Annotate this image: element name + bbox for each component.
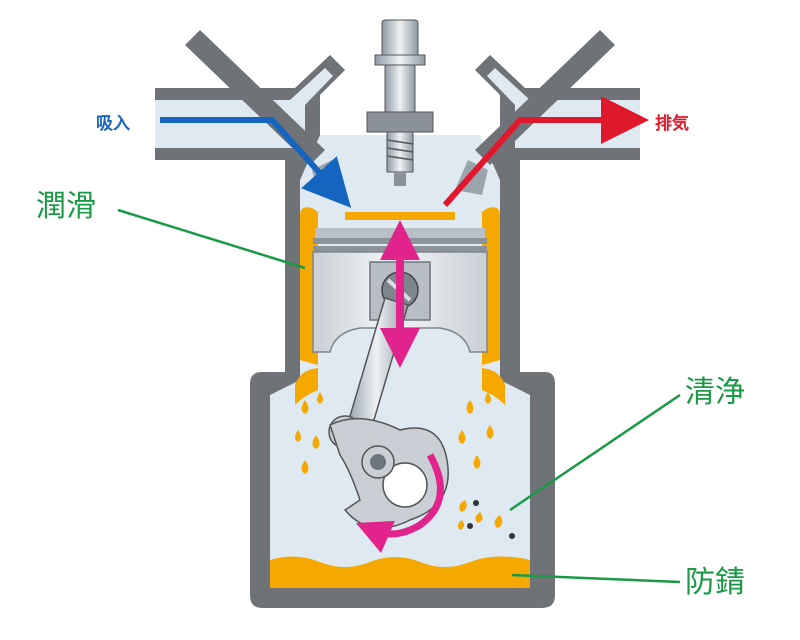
lubrication-label: 潤滑 <box>36 189 96 224</box>
crank-rotation-arrow <box>355 453 444 554</box>
intake-manifold-tube <box>185 30 325 165</box>
oil-droplets <box>295 392 494 474</box>
exhaust-flow-arrow <box>442 96 649 207</box>
lubrication-callout-line <box>117 208 306 270</box>
rust-prevention-callout-line <box>511 573 681 584</box>
intake-flow-arrow <box>160 117 352 208</box>
intake-label: 吸入 <box>96 114 130 134</box>
cleaning-callout-line <box>509 393 681 512</box>
cleaning-label: 清浄 <box>685 375 745 410</box>
rust-prevention-label: 防錆 <box>685 565 745 600</box>
contaminant-particles <box>457 500 515 539</box>
exhaust-label: 排気 <box>655 113 689 134</box>
spark-plug <box>366 19 434 186</box>
crankshaft <box>329 417 449 529</box>
oil-pool <box>270 556 530 588</box>
